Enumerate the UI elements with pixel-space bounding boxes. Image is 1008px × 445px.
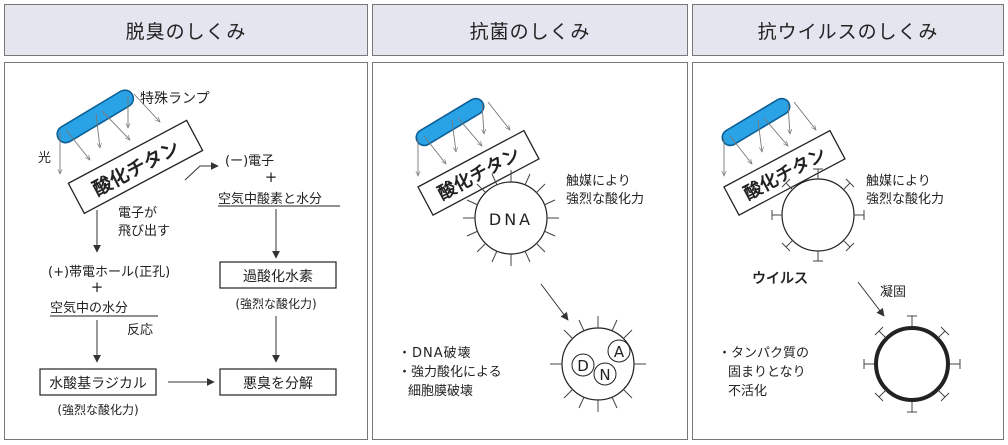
antibac-result-3: 細胞膜破壊 [408,384,473,399]
virus-label: ウイルス [752,271,808,287]
antibac-rays [418,101,510,176]
light-label: 光 [38,151,51,166]
h2o2-note: (強烈な酸化力) [235,296,316,311]
letter-n: N [599,366,610,384]
oh-radical-box [39,368,157,396]
catalyst-1-antivirus: 触媒により [866,174,931,189]
header-deodorization: 脱臭のしくみ [4,4,368,56]
panel-antibacterial [372,62,688,440]
catalyst-1-antibac: 触媒により [566,174,631,189]
decompose-label: 悪臭を分解 [243,376,313,392]
header-antibacterial-title: 抗菌のしくみ [469,20,591,43]
electron-out-1: 電子が [118,206,157,221]
header-antivirus-title: 抗ウイルスのしくみ [757,20,939,43]
oh-note: (強烈な酸化力) [57,402,138,417]
plus-1: + [265,168,278,186]
bacterium-cell [463,170,559,266]
deodor-lamp [56,89,135,144]
electron-out-2: 飛び出す [118,224,170,239]
h2o2-box [219,261,337,289]
antibac-arrow [540,283,569,321]
catalyst-2-antivirus: 強烈な酸化力 [866,192,944,207]
hole-label: (+)帯電ホール(正孔) [48,265,170,280]
air-o2-water: 空気中酸素と水分 [218,191,322,207]
virus-particle [771,168,865,262]
antivirus-rays [724,101,816,176]
letter-a: A [614,343,625,361]
oh-radical-label: 水酸基ラジカル [49,375,147,392]
electron-label: (ー)電子 [225,154,274,169]
electron-arrow [184,162,219,181]
inactivated-virus [863,315,961,413]
antivirus-result-1: ・タンパク質の [718,346,809,361]
tio2-box-deodor: 酸化チタン [67,119,204,215]
antivirus-lamp [721,97,791,147]
light-rays [60,93,160,174]
reaction-label: 反応 [127,323,153,338]
dna-label: DNA [489,210,533,229]
air-water: 空気中の水分 [50,300,128,316]
decompose-box [219,368,337,396]
destroyed-cell [550,316,646,412]
antibac-result-2: ・強力酸化による [398,365,502,380]
letter-d: D [577,357,589,375]
header-antivirus: 抗ウイルスのしくみ [692,4,1004,56]
antibac-lamp [415,97,485,147]
antivirus-result-3: 不活化 [728,384,767,399]
antivirus-result-2: 固まりとなり [728,365,806,380]
antibac-result-1: ・DNA破壊 [398,346,472,361]
lamp-label: 特殊ランプ [140,91,210,107]
plus-2: + [91,278,104,296]
h2o2-label: 過酸化水素 [243,269,313,285]
coag-label: 凝固 [880,284,906,300]
antivirus-arrow [857,281,885,317]
header-antibacterial: 抗菌のしくみ [372,4,688,56]
catalyst-2-antibac: 強烈な酸化力 [566,192,644,207]
header-deodorization-title: 脱臭のしくみ [125,20,247,43]
